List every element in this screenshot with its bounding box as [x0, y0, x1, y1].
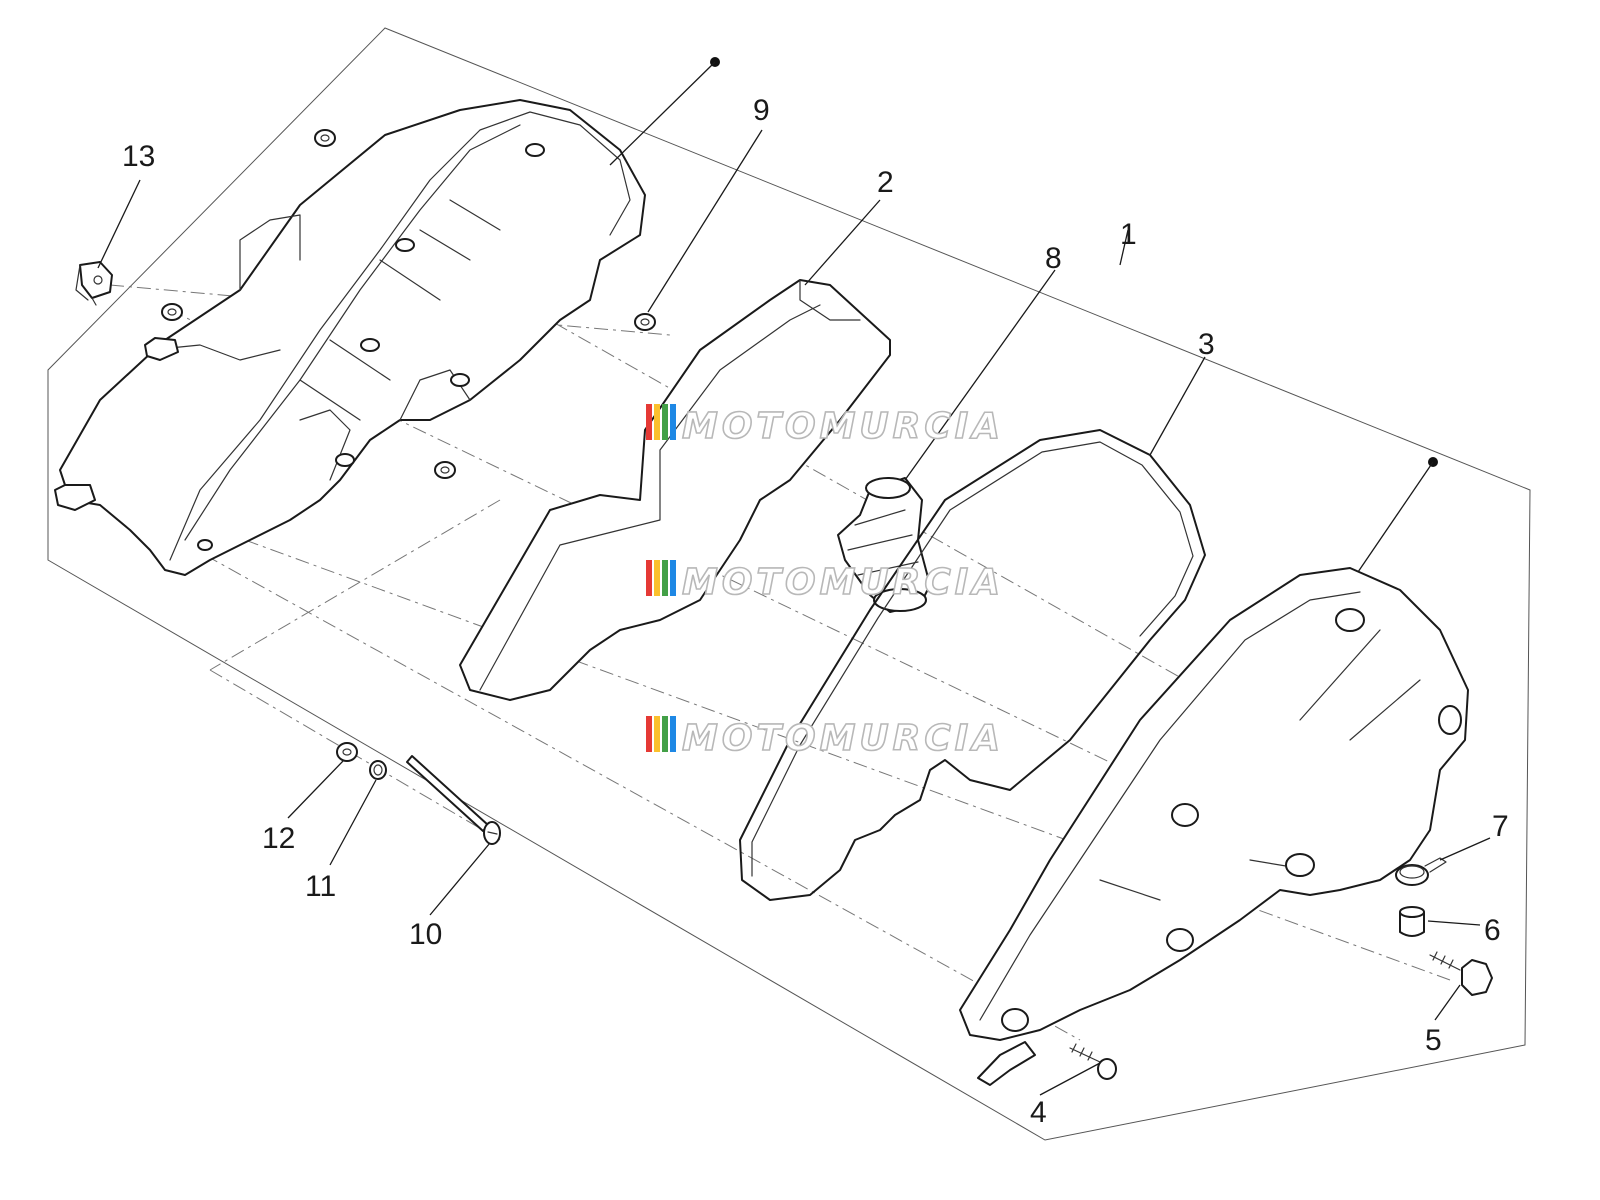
callout-labels: 13 9 2 1 8 3 7 6 5 4 10 11 12 [122, 94, 1509, 1129]
callout-2: 2 [877, 166, 894, 199]
part-11-oring [369, 760, 387, 780]
callout-4: 4 [1030, 1096, 1047, 1129]
watermark-middle: MOTOMURCIA [646, 560, 1004, 604]
part-9-grommets [161, 129, 656, 479]
part-7-clamp [1395, 857, 1447, 886]
svg-text:MOTOMURCIA: MOTOMURCIA [682, 718, 1004, 759]
callout-9: 9 [753, 94, 770, 127]
part-2-filter-element [459, 279, 891, 701]
callout-8: 8 [1045, 242, 1062, 275]
part-3-gasket [739, 429, 1206, 901]
part-8-intake-sleeve [837, 477, 931, 613]
part-12-washer [336, 742, 358, 762]
callout-6: 6 [1484, 914, 1501, 947]
svg-text:MOTOMURCIA: MOTOMURCIA [682, 562, 1004, 603]
part-1-housing-lower [54, 99, 646, 576]
watermark-top: MOTOMURCIA [646, 404, 1004, 448]
callout-3: 3 [1198, 328, 1215, 361]
watermark-bottom: MOTOMURCIA [646, 716, 1004, 760]
callout-1: 1 [1120, 218, 1137, 251]
callout-7: 7 [1492, 810, 1509, 843]
part-1-cover-upper [959, 567, 1469, 1086]
callout-12: 12 [262, 822, 295, 855]
leader-lines [97, 61, 1491, 1096]
callout-5: 5 [1425, 1024, 1442, 1057]
assembly-frame [47, 27, 1531, 1141]
part-4-screw [1069, 1043, 1117, 1080]
part-10-screw [406, 755, 501, 845]
callout-10: 10 [409, 918, 442, 951]
part-13-clip [75, 261, 113, 306]
callout-13: 13 [122, 140, 155, 173]
callout-11: 11 [305, 870, 336, 903]
svg-text:MOTOMURCIA: MOTOMURCIA [682, 406, 1004, 447]
part-5-knob [1429, 951, 1493, 996]
part-6-bush [1399, 906, 1425, 937]
